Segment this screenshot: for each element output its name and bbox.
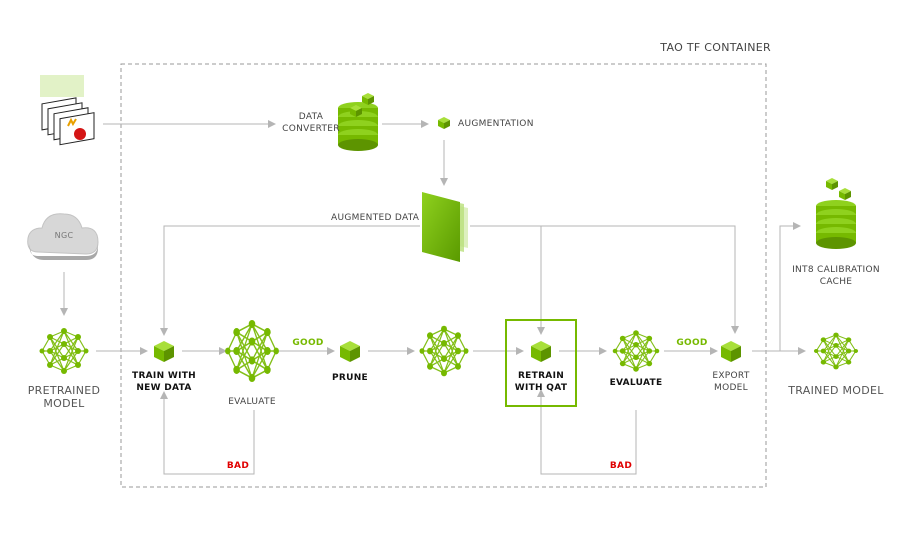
evaluate-1-label: EVALUATE [228,397,276,407]
augmentation-label: AUGMENTATION [458,119,534,129]
trained-model-label: TRAINED MODEL [788,384,884,397]
augmented-data-icon [422,192,468,262]
cube-icon [826,178,838,190]
neural-network-icon [224,319,280,383]
data-converter-label: DATA CONVERTER [282,112,340,134]
connectors [60,120,806,475]
cube-icon [340,341,360,362]
bad-1-label: BAD [226,461,250,471]
neural-network-icon [813,332,859,370]
retrain-with-qat-label: RETRAIN WITH QAT [514,371,568,393]
good-1-label: GOOD [292,338,324,348]
cloud-icon [27,213,99,260]
bad-2-label: BAD [609,461,633,471]
prune-label: PRUNE [331,373,368,383]
cube-icon [839,188,851,200]
neural-network-icon [612,329,660,373]
neural-network-icon [418,325,470,377]
augmented-data-label: AUGMENTED DATA [331,213,420,223]
good-2-label: GOOD [676,338,708,348]
dataset-icon [40,75,95,146]
cube-icon [531,341,551,362]
evaluate-2-label: EVALUATE [609,378,663,388]
cube-icon [721,341,741,362]
pretrained-model-label: PRETRAINED MODEL [27,384,101,410]
neural-network-icon [38,327,90,375]
container-title: TAO TF CONTAINER [660,41,771,54]
tao-container-border [120,63,767,488]
export-model-label: EXPORT MODEL [712,371,750,393]
cube-icon [154,341,174,362]
int8-calibration-cache-label: INT8 CALIBRATION CACHE [792,265,880,287]
ngc-label: NGC [54,231,74,240]
cube-icon [438,117,450,129]
train-with-new-data-label: TRAIN WITH NEW DATA [132,371,196,393]
retrain-highlight-box [505,319,577,407]
database-icon [816,200,856,249]
